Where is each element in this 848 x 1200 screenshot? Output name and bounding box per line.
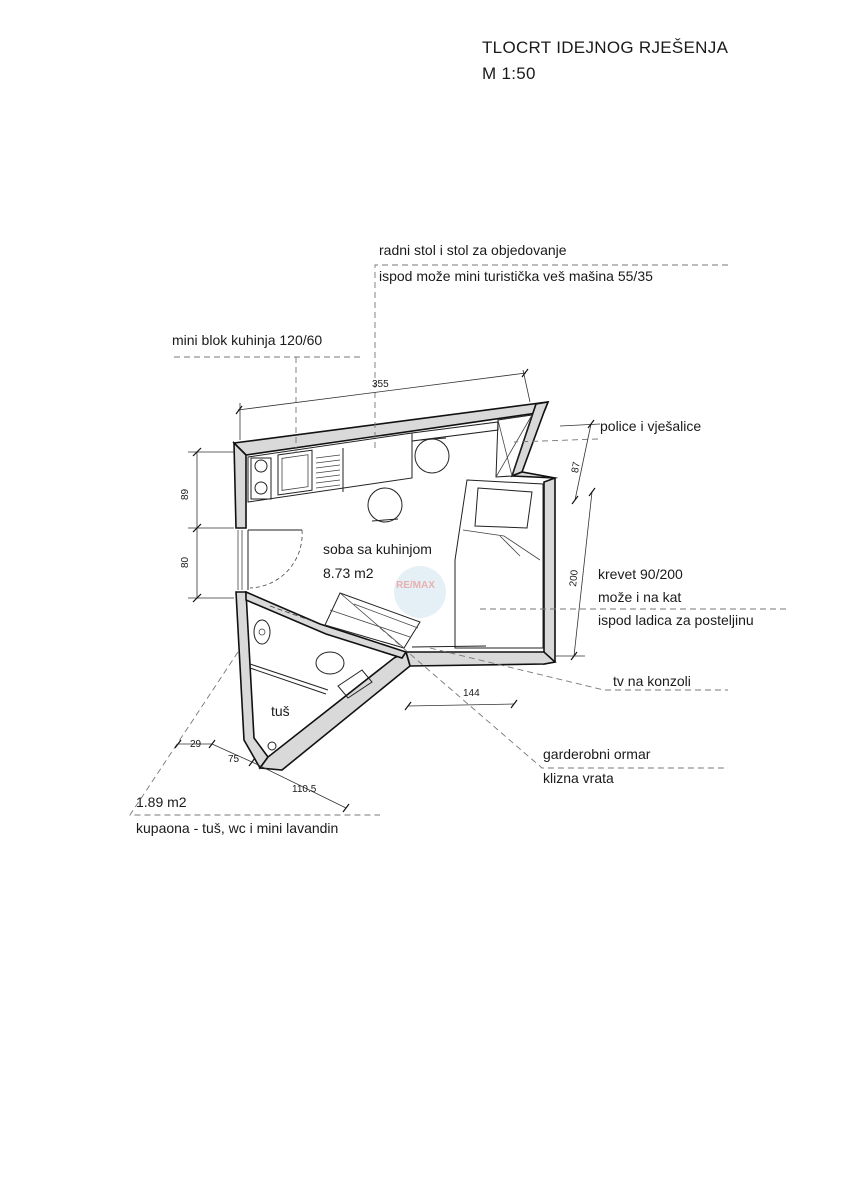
desk-note-line1: radni stol i stol za objedovanje (379, 242, 567, 258)
drawing-scale: M 1:50 (482, 64, 536, 83)
drawing-title: TLOCRT IDEJNOG RJEŠENJA (482, 38, 729, 57)
dim-bath-29: 29 (190, 739, 202, 750)
bathroom-area: 1.89 m2 (136, 794, 187, 810)
bathroom-fixtures (249, 605, 373, 751)
leader-lines (129, 264, 788, 816)
dimension-lines (174, 368, 601, 813)
dim-right-upper: 87 (570, 461, 583, 474)
room-name: soba sa kuhinjom (323, 541, 432, 557)
tv-note: tv na konzoli (613, 673, 691, 689)
entrance-door (237, 529, 303, 590)
bathroom-description: kupaona - tuš, wc i mini lavandin (136, 820, 339, 836)
remax-watermark-text: RE/MAX (396, 580, 435, 591)
dim-right-bed: 200 (568, 569, 581, 588)
desk-note-line2: ispod može mini turistička veš mašina 55… (379, 268, 653, 284)
walls (232, 400, 559, 771)
shower-label: tuš (271, 703, 290, 719)
shelves-note: police i vješalice (600, 418, 702, 434)
room-area: 8.73 m2 (323, 565, 374, 581)
dim-bottom-mid: 144 (463, 688, 480, 699)
dim-bath-110: 110.5 (292, 784, 317, 795)
wardrobe-note-line2: klizna vrata (543, 770, 614, 786)
bed-note-line2: može i na kat (598, 589, 682, 605)
dim-left-lower: 80 (180, 556, 191, 568)
wardrobe (324, 592, 421, 649)
kitchen-block (247, 432, 413, 503)
dim-bath-75: 75 (228, 754, 240, 765)
wardrobe-note-line1: garderobni ormar (543, 746, 651, 762)
bed (454, 479, 544, 649)
bed-note-line1: krevet 90/200 (598, 566, 683, 582)
tv-console (411, 645, 487, 648)
bed-note-line3: ispod ladica za posteljinu (598, 612, 754, 628)
dim-left-upper: 89 (180, 488, 191, 500)
dim-top-width: 355 (372, 379, 389, 390)
kitchen-note: mini blok kuhinja 120/60 (172, 332, 323, 348)
remax-watermark: RE/MAX (394, 566, 446, 618)
shelves-cabinet (495, 414, 533, 478)
